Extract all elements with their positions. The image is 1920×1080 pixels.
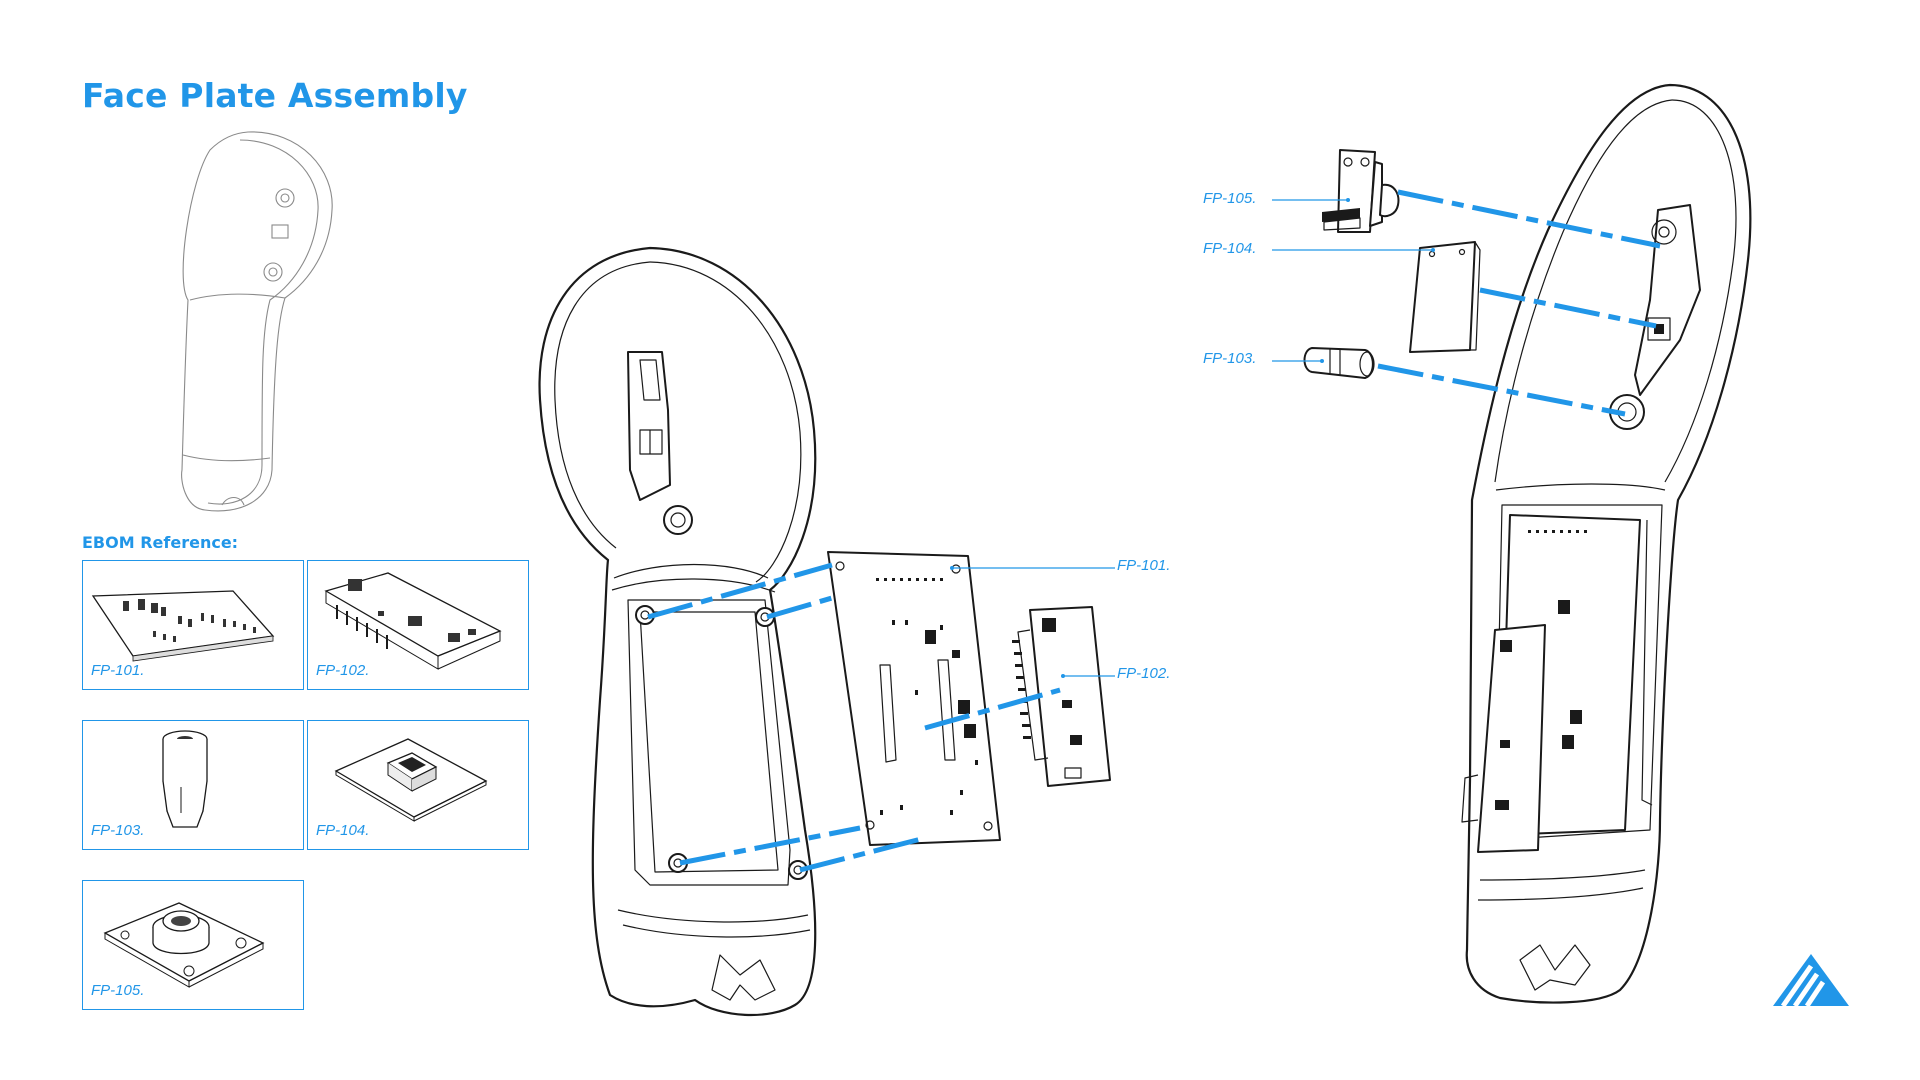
callout-fp105: FP-105. <box>1203 190 1257 207</box>
right-handle <box>1461 83 1752 1004</box>
callout-fp104: FP-104. <box>1203 240 1257 257</box>
ebom-label-fp103: FP-103. <box>91 822 145 839</box>
ebom-label-fp101: FP-101. <box>91 662 145 679</box>
reference-handle <box>181 131 333 512</box>
ebom-label-fp102: FP-102. <box>316 662 370 679</box>
callout-fp102: FP-102. <box>1117 665 1171 682</box>
center-handle <box>538 246 817 1017</box>
ebom-card-fp102: FP-102. <box>307 560 529 690</box>
ebom-card-fp105: FP-105. <box>82 880 304 1010</box>
callout-fp103: FP-103. <box>1203 350 1257 367</box>
fp102-board <box>1012 606 1111 787</box>
ebom-label-fp104: FP-104. <box>316 822 370 839</box>
ebom-label-fp105: FP-105. <box>91 982 145 999</box>
ebom-card-fp104: FP-104. <box>307 720 529 850</box>
ebom-heading: EBOM Reference: <box>82 533 239 552</box>
center-assembly-lines <box>647 562 1061 873</box>
fp102-thumb-icon <box>324 572 502 670</box>
ebom-card-fp103: FP-103. <box>82 720 304 850</box>
ebom-card-fp101: FP-101. <box>82 560 304 690</box>
fp103-thumb-icon <box>162 730 208 828</box>
mountain-logo-icon <box>1773 954 1849 1008</box>
page-title: Face Plate Assembly <box>82 76 468 115</box>
fp101-thumb-icon <box>91 590 275 662</box>
fp104-thumb-icon <box>334 738 488 822</box>
fp103-part <box>1303 347 1375 379</box>
fp105-thumb-icon <box>103 902 265 988</box>
callout-fp101: FP-101. <box>1117 557 1171 574</box>
fp105-part <box>1322 149 1400 233</box>
fp104-part <box>1409 241 1481 353</box>
right-assembly-lines <box>1377 189 1661 417</box>
fp101-board <box>827 551 1001 846</box>
